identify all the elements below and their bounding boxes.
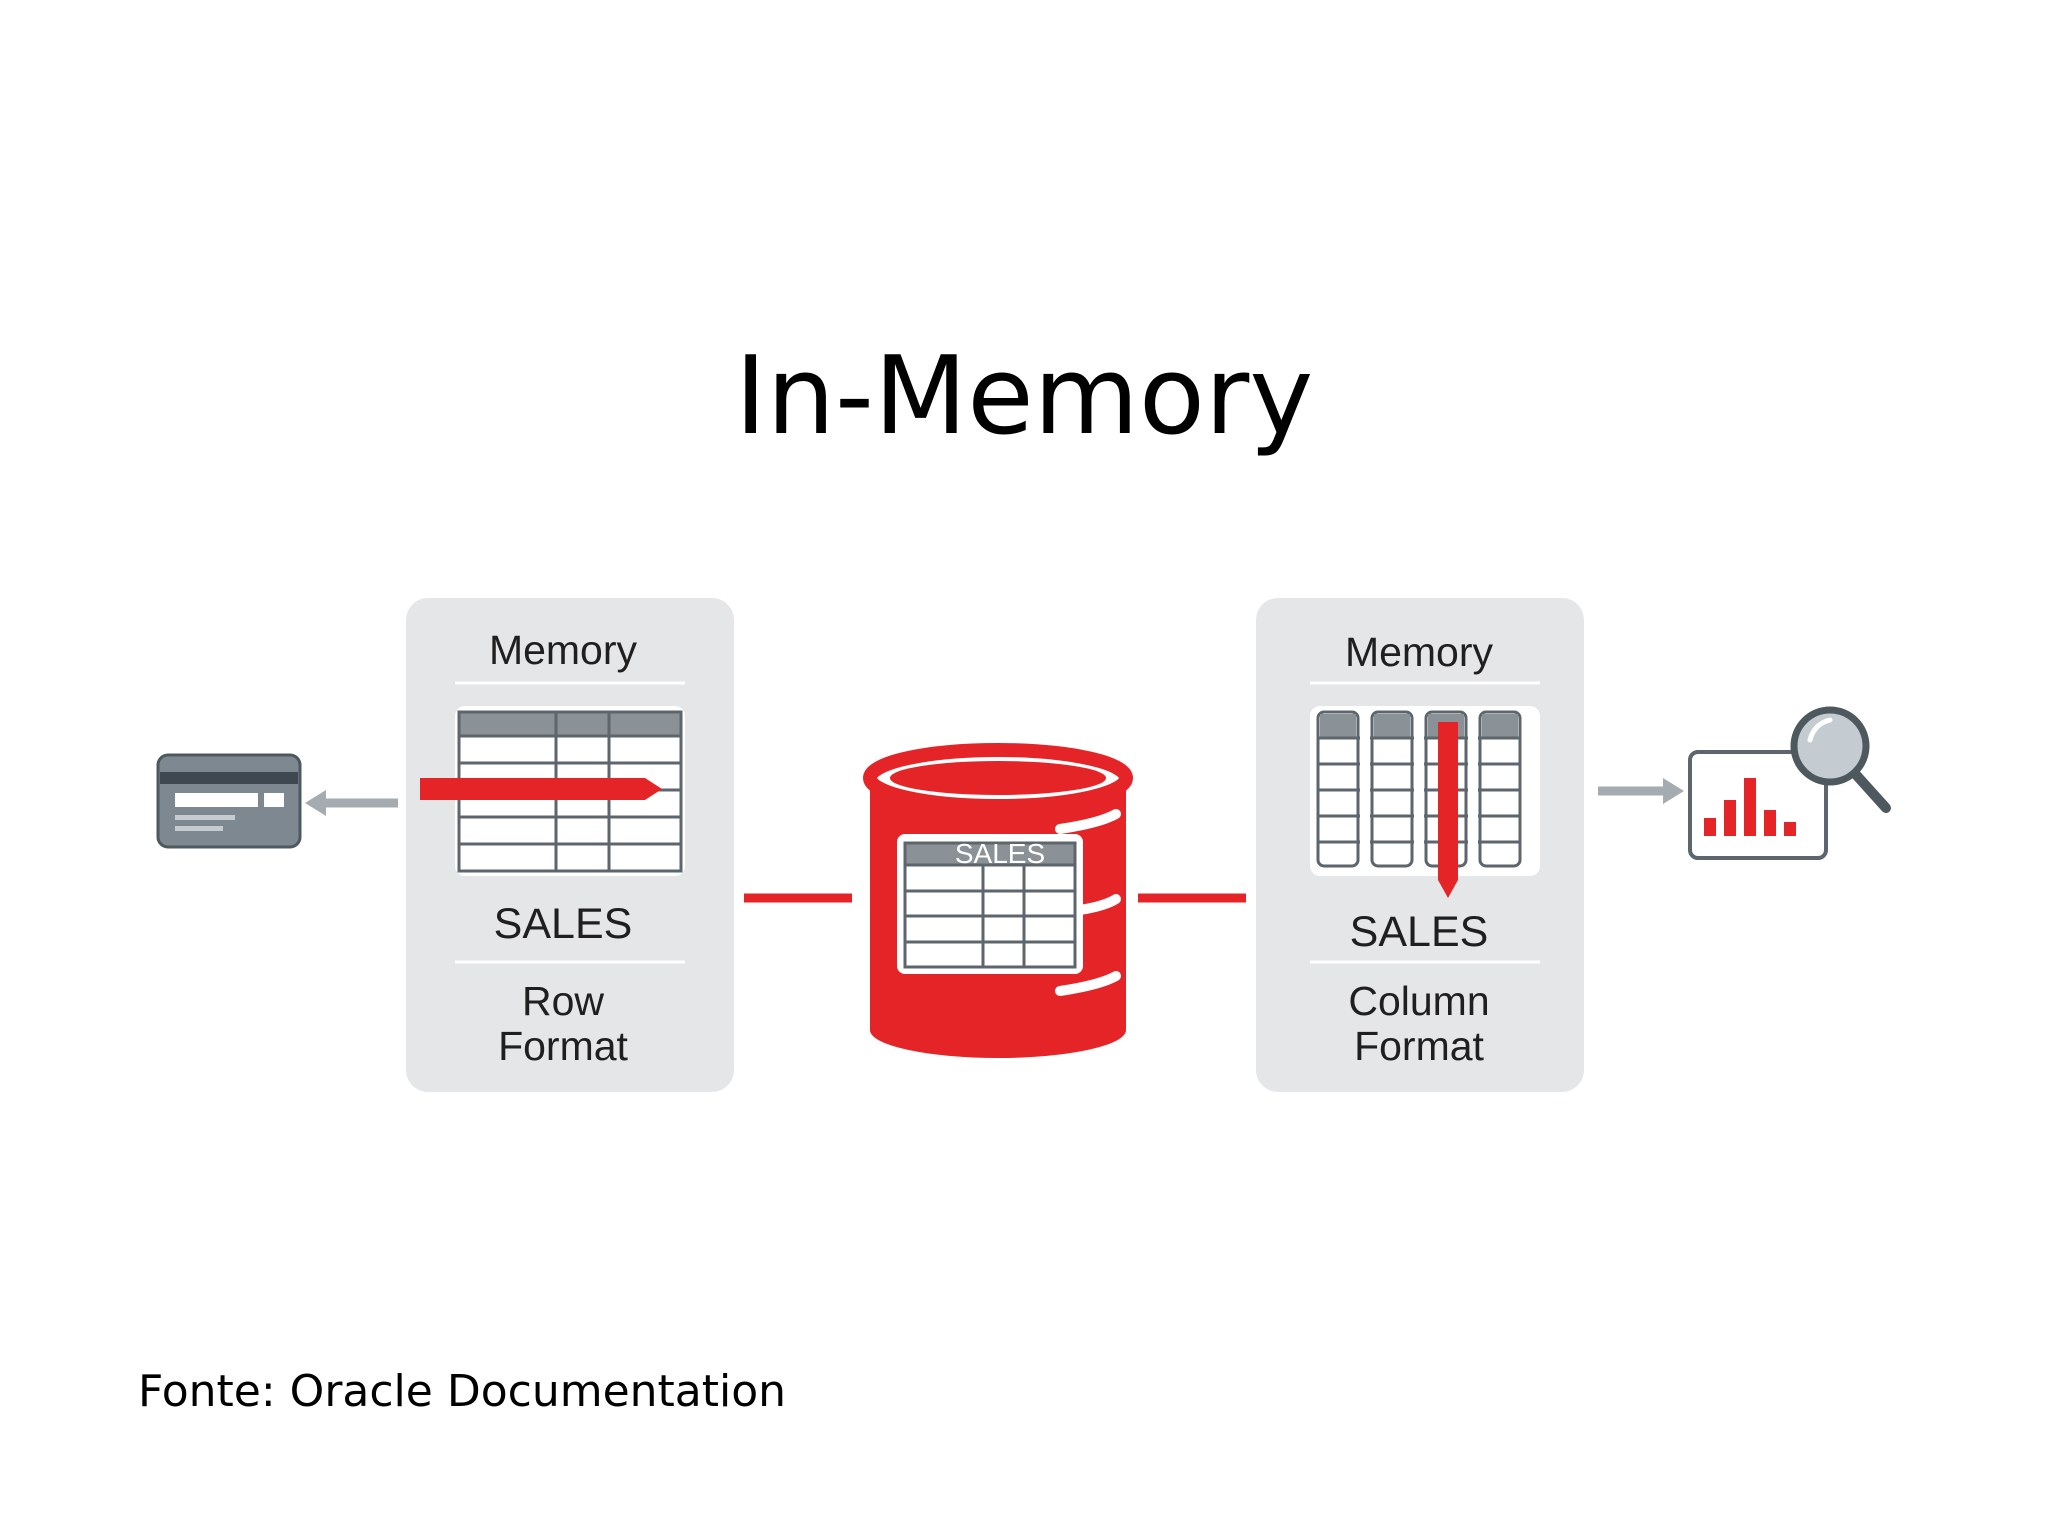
row-scan-arrow — [420, 778, 662, 800]
column-scan-arrow — [1438, 722, 1458, 898]
right-panel-format-line1: Column — [1348, 978, 1489, 1024]
database-table-name: SALES — [955, 838, 1045, 869]
database-sales-table: SALES — [897, 834, 1083, 974]
source-citation: Fonte: Oracle Documentation — [138, 1366, 787, 1417]
right-output-arrow — [1598, 778, 1684, 804]
left-panel-table-name: SALES — [494, 900, 633, 948]
column-table — [1310, 706, 1540, 876]
right-panel-table-name: SALES — [1350, 908, 1489, 956]
left-panel-heading: Memory — [489, 627, 638, 673]
right-panel-format-line2: Format — [1354, 1023, 1484, 1069]
left-panel-format-line2: Format — [498, 1023, 628, 1069]
slide-title: In-Memory — [734, 334, 1314, 459]
left-panel-format-line1: Row — [522, 978, 604, 1024]
analytics-magnifier-icon — [1688, 706, 1891, 860]
credit-card-icon — [156, 753, 302, 849]
row-format-panel: Memory SALES Row Format — [406, 598, 734, 1092]
column-format-panel: Memory SALES Column Format — [1256, 598, 1584, 1092]
database-icon: SALES — [863, 743, 1133, 1058]
left-output-arrow — [305, 790, 398, 816]
right-panel-heading: Memory — [1345, 629, 1494, 675]
